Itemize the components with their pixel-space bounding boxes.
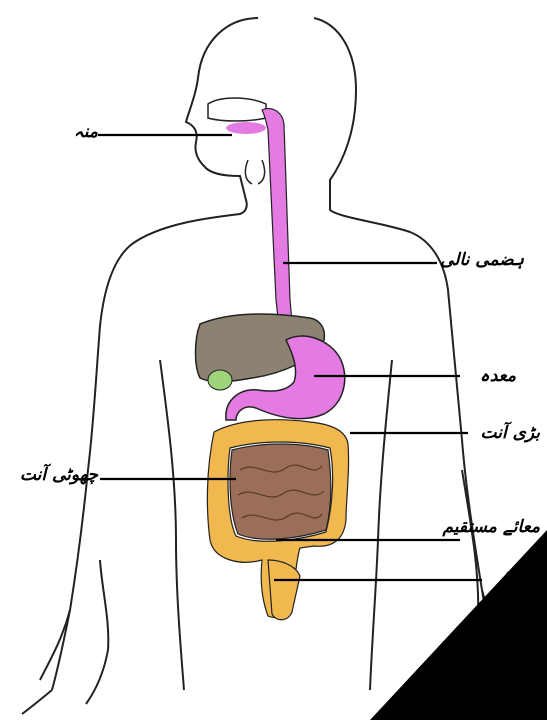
label-anus: مبرز <box>484 567 532 584</box>
tongue <box>226 122 266 134</box>
small-intestine <box>230 444 331 539</box>
label-stomach: معدہ <box>466 368 516 385</box>
label-esophagus: ہضمی نالی <box>442 252 524 269</box>
label-small-intestine: چھوٹی آنت <box>6 467 98 484</box>
rectum <box>268 560 300 620</box>
label-mouth: منہ <box>62 124 98 141</box>
mouth-cavity <box>208 98 266 121</box>
corner-triangle-decoration <box>370 530 547 720</box>
label-large-intestine: بڑی آنت <box>470 425 540 442</box>
throat-structure <box>245 160 264 184</box>
label-rectum: معائے مستقیم <box>430 519 540 536</box>
gallbladder <box>208 370 232 390</box>
esophagus <box>262 109 298 344</box>
